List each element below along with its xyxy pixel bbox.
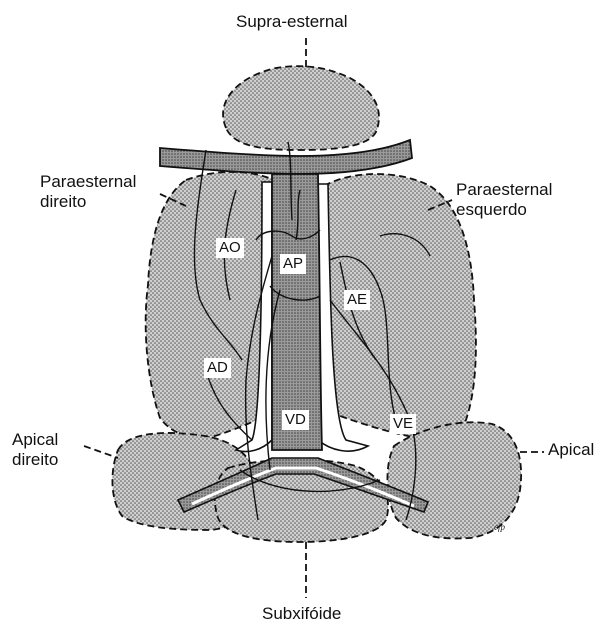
septal-column: [272, 174, 322, 450]
chamber-vd: VD: [282, 410, 309, 430]
label-paraesternal-direito: Paraesternal direito: [40, 172, 136, 212]
supra-esternal-region: [223, 66, 379, 150]
label-subxifoide: Subxifóide: [262, 604, 341, 624]
chamber-ae: AE: [344, 290, 370, 310]
label-apical-direito-line1: Apical: [12, 430, 58, 450]
label-paraesternal-esquerdo-line2: esquerdo: [456, 200, 552, 220]
label-apical: Apical: [548, 440, 594, 460]
chamber-ao: AO: [216, 238, 244, 258]
label-paraesternal-esquerdo: Paraesternal esquerdo: [456, 180, 552, 220]
chamber-ap: AP: [280, 254, 306, 274]
label-apical-direito-line2: direito: [12, 450, 58, 470]
label-paraesternal-direito-line2: direito: [40, 192, 136, 212]
artist-signature: cfp: [494, 522, 505, 532]
label-paraesternal-direito-line1: Paraesternal: [40, 172, 136, 192]
label-supra-esternal: Supra-esternal: [236, 12, 348, 32]
label-apical-direito: Apical direito: [12, 430, 58, 470]
chamber-ad: AD: [204, 358, 231, 378]
label-paraesternal-esquerdo-line1: Paraesternal: [456, 180, 552, 200]
chamber-ve: VE: [390, 414, 416, 434]
leader-apical-direito: [84, 446, 118, 458]
